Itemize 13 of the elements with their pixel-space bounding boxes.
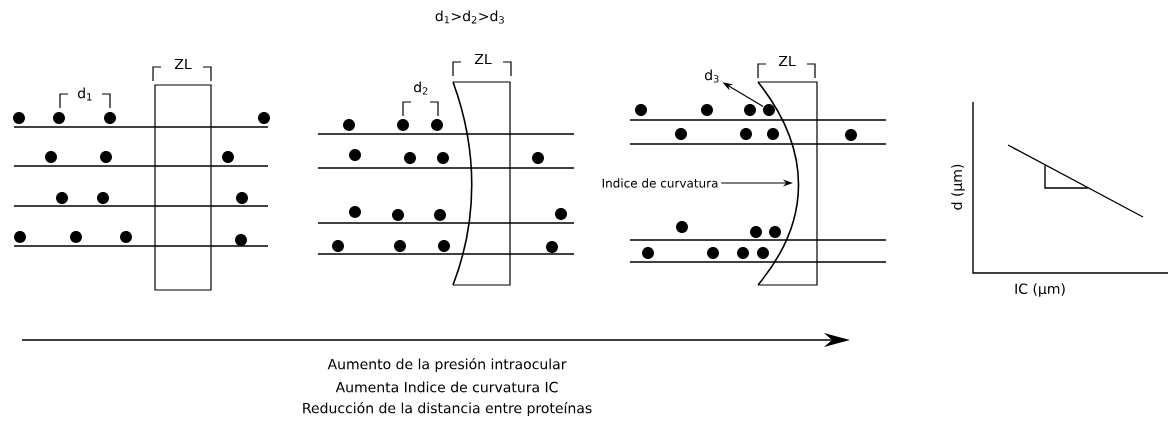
axis-label: d (µm) bbox=[951, 164, 965, 210]
callout-text: Indice de curvatura bbox=[602, 178, 718, 188]
caption-text: Aumento de la presión intraocular bbox=[327, 357, 567, 373]
dimension-label: ZL bbox=[173, 57, 193, 71]
title: d$_{1}$>d$_{2}$>d$_{3}$ bbox=[435, 10, 504, 24]
dimension-label: ZL bbox=[777, 54, 797, 68]
dimension-label: ZL bbox=[473, 52, 493, 66]
axis-label: IC (µm) bbox=[1015, 283, 1065, 297]
dimension-label: d$_{1}$ bbox=[76, 86, 94, 102]
caption-text: Reducción de la distancia entre proteínas bbox=[303, 401, 592, 417]
dimension-label: d$_{2}$ bbox=[413, 81, 428, 95]
callout-text: d$_{3}$ bbox=[704, 69, 719, 83]
caption-text: Aumenta Indice de curvatura IC bbox=[335, 381, 558, 393]
